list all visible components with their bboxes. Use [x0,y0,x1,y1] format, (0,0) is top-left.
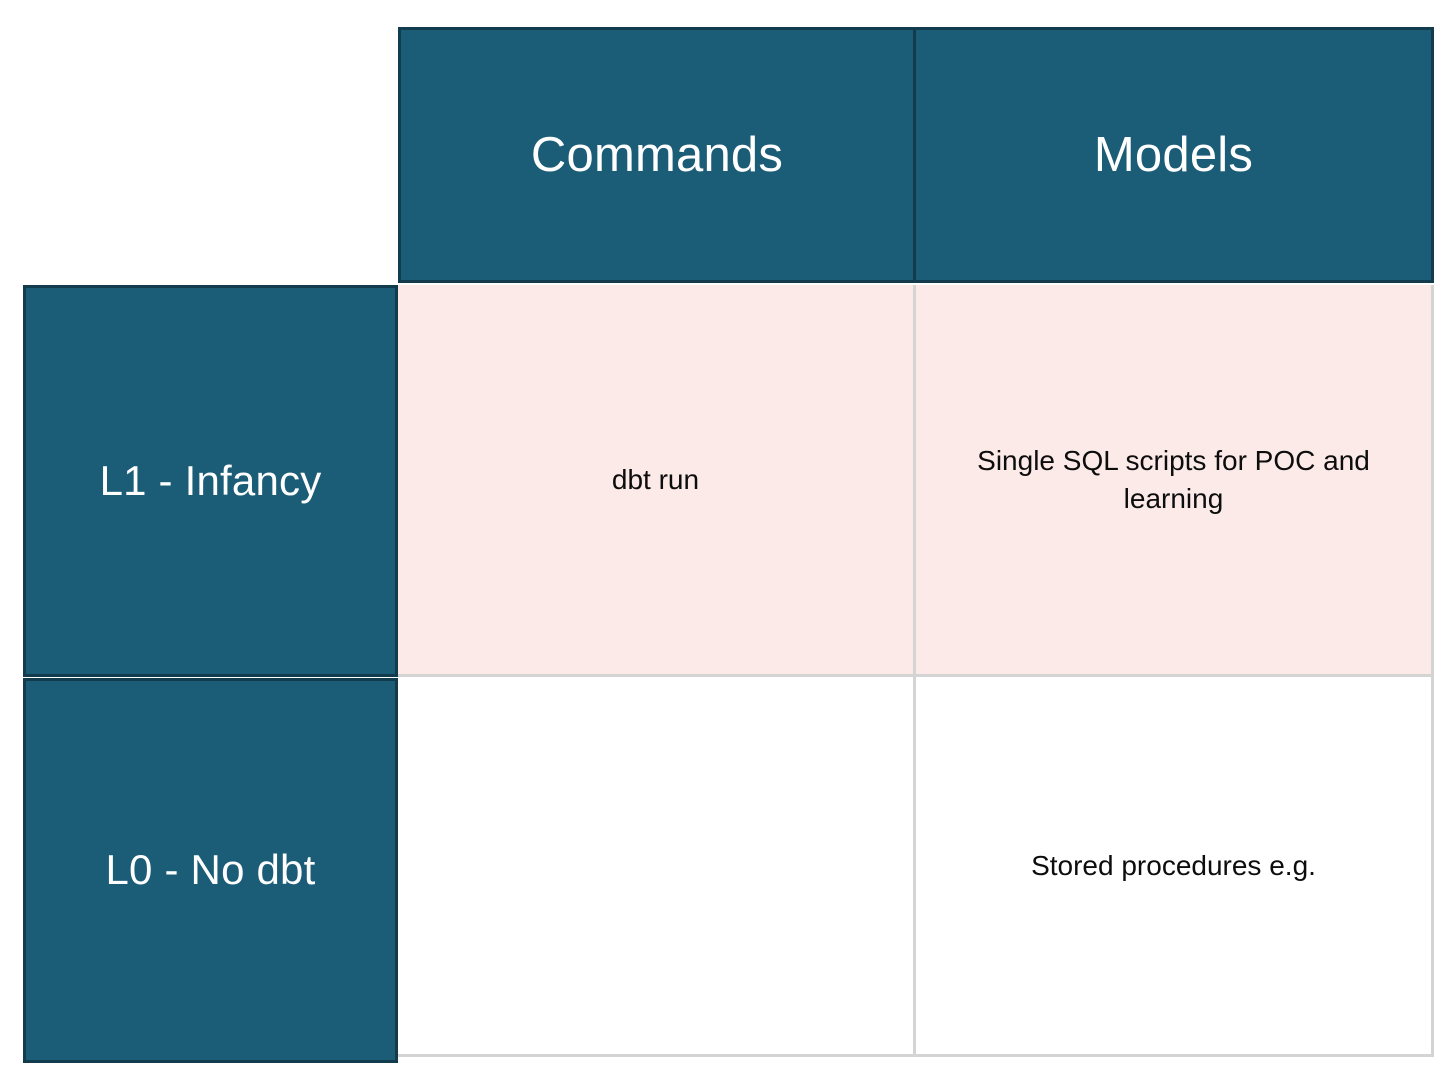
cell-l0-models: Stored procedures e.g. [916,677,1434,1057]
column-header-commands: Commands [398,27,916,283]
cell-l1-models-text: Single SQL scripts for POC and learning [977,444,1370,514]
cell-l1-models: Single SQL scripts for POC and learning [916,285,1434,677]
column-header-commands-label: Commands [530,127,784,182]
column-header-models: Models [916,27,1434,283]
row-header-l0-no-dbt: L0 - No dbt [23,678,398,1063]
cell-l0-models-text: Stored procedures e.g. [1031,849,1316,881]
cell-l0-commands [398,677,916,1057]
row-header-l1-infancy-label: L1 - Infancy [99,456,322,504]
row-header-l1-infancy: L1 - Infancy [23,285,398,677]
column-header-models-label: Models [1093,127,1254,182]
cell-l1-commands-text: dbt run [611,463,700,495]
row-header-l0-no-dbt-label: L0 - No dbt [105,846,316,894]
cell-l1-commands: dbt run [398,285,916,677]
